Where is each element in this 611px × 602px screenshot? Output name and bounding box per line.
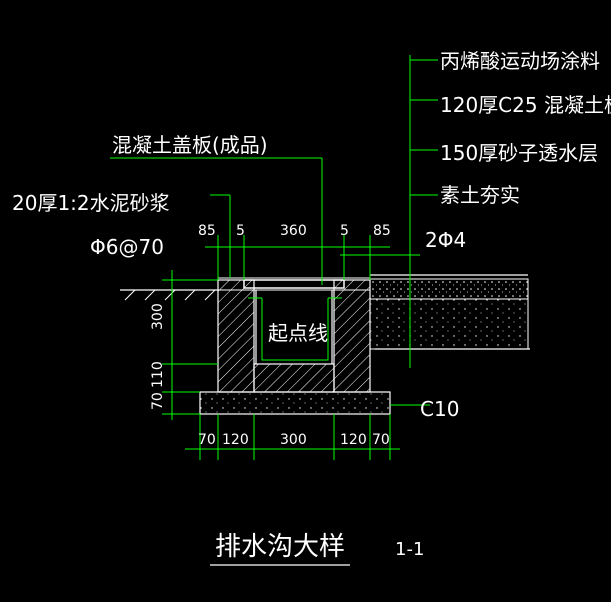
dim-top-3: 360 xyxy=(280,223,307,239)
dim-top-5: 85 xyxy=(373,223,391,239)
dim-bottom-1: 70 xyxy=(198,432,216,448)
dim-left-1: 300 xyxy=(150,303,166,330)
dim-top-4: 5 xyxy=(340,223,349,239)
dim-left-2: 110 xyxy=(150,361,166,388)
rebar-label: Φ6@70 xyxy=(90,235,164,259)
dim-left-3: 70 xyxy=(150,392,166,410)
rebar2-label: 2Φ4 xyxy=(425,228,466,252)
rebar xyxy=(248,297,342,361)
pavement-layers xyxy=(369,274,530,350)
section-label: 1-1 xyxy=(395,539,424,560)
dim-bottom-2: 120 xyxy=(222,432,249,448)
leader-lines xyxy=(110,55,438,406)
channel-walls xyxy=(217,277,371,393)
base-slab xyxy=(199,391,391,415)
drawing-title: 排水沟大样 xyxy=(215,532,345,562)
dim-top-2: 5 xyxy=(236,223,245,239)
layer-label-2: 120厚C25 混凝土板 xyxy=(440,93,611,117)
base-label: C10 xyxy=(420,397,459,421)
cover-label: 混凝土盖板(成品) xyxy=(112,133,268,157)
mortar-label: 20厚1:2水泥砂浆 xyxy=(12,191,170,215)
layer-label-4: 素土夯实 xyxy=(440,183,520,207)
start-line-label: 起点线 xyxy=(268,321,328,345)
dim-top-1: 85 xyxy=(198,223,216,239)
dim-lines-bottom xyxy=(185,414,400,460)
dim-bottom-3: 300 xyxy=(280,432,307,448)
dim-lines-left xyxy=(162,270,218,420)
left-ground xyxy=(120,289,218,301)
dim-lines-top xyxy=(205,235,390,280)
layer-label-3: 150厚砂子透水层 xyxy=(440,141,598,165)
dim-bottom-4: 120 xyxy=(340,432,367,448)
layer-label-1: 丙烯酸运动场涂料 xyxy=(440,49,600,73)
dim-bottom-5: 70 xyxy=(372,432,390,448)
